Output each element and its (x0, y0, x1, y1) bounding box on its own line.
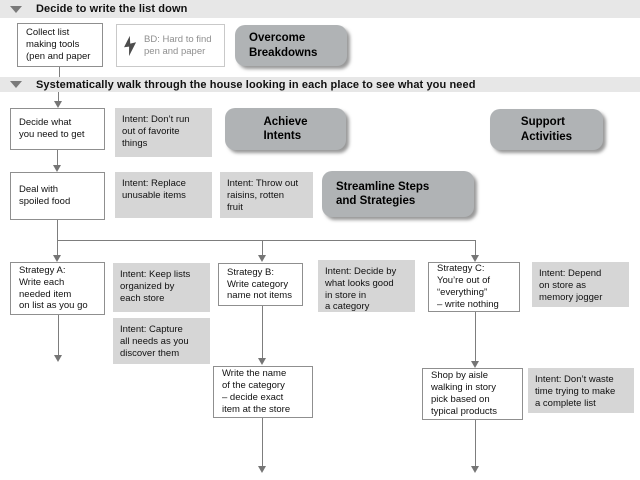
connector-shop-down (475, 420, 476, 467)
intent-label: Intent: Don’t waste time trying to make … (535, 374, 616, 409)
intent-label: Intent: Depend on store as memory jogger (539, 268, 603, 303)
step-decide-what-you-need: Decide what you need to get (10, 108, 105, 150)
connector-strategy-b-to-write (262, 306, 263, 359)
activity-label: Overcome Breakdowns (249, 32, 318, 59)
step-label: Strategy A: Write each needed item on li… (19, 264, 88, 312)
lightning-bolt-icon (124, 35, 137, 56)
intent-label: Intent: Decide by what looks good in sto… (325, 266, 397, 313)
step-label: Collect list making tools (pen and paper (26, 27, 91, 62)
header-bar-walk-through-house: Systematically walk through the house lo… (0, 77, 640, 92)
intent-replace-unusable: Intent: Replace unusable items (115, 172, 212, 218)
step-strategy-b: Strategy B: Write category name not item… (218, 263, 303, 306)
activity-support-activities: Support Activities (490, 109, 603, 150)
intent-dont-run-out: Intent: Don’t run out of favorite things (115, 108, 212, 157)
step-label: Strategy C: You’re out of “everything” –… (437, 263, 499, 310)
intent-label: Intent: Capture all needs as you discove… (120, 324, 189, 359)
intent-keep-lists-organized: Intent: Keep lists organized by each sto… (113, 263, 210, 312)
arrowhead-to-deal (53, 165, 61, 172)
arrowhead-to-shop (471, 361, 479, 368)
collapse-triangle-icon[interactable] (10, 5, 22, 13)
breakdown-hard-to-find-pen: BD: Hard to find pen and paper (116, 24, 225, 67)
step-write-category-name: Write the name of the category – decide … (213, 366, 313, 418)
intent-depend-on-store: Intent: Depend on store as memory jogger (532, 262, 629, 307)
header-label: Decide to write the list down (36, 3, 188, 15)
connector-write-category-down (262, 418, 263, 467)
intent-label: Intent: Throw out raisins, rotten fruit (227, 178, 299, 213)
activity-achieve-intents: Achieve Intents (225, 108, 346, 150)
branch-drop-strategy-c (475, 240, 476, 256)
step-strategy-c: Strategy C: You’re out of “everything” –… (428, 262, 520, 312)
header-bar-decide-to-write: Decide to write the list down (0, 0, 640, 18)
intent-label: Intent: Replace unusable items (122, 178, 186, 201)
connector-decide-to-deal (57, 150, 58, 166)
activity-label: Achieve Intents (263, 115, 308, 142)
step-label: Decide what you need to get (19, 117, 85, 140)
breakdown-label: BD: Hard to find pen and paper (144, 33, 212, 57)
activity-streamline-steps: Streamline Steps and Strategies (322, 171, 474, 217)
intent-label: Intent: Keep lists organized by each sto… (120, 269, 191, 304)
arrowhead-to-write-category (258, 358, 266, 365)
activity-label: Streamline Steps and Strategies (336, 180, 430, 207)
intent-dont-waste-time: Intent: Don’t waste time trying to make … (528, 368, 634, 413)
intent-decide-by-looks: Intent: Decide by what looks good in sto… (318, 260, 415, 312)
header-label: Systematically walk through the house lo… (36, 78, 476, 91)
arrowhead-strategy-a-down (54, 355, 62, 362)
intent-capture-all-needs: Intent: Capture all needs as you discove… (113, 318, 210, 364)
arrowhead-to-strategy-c (471, 255, 479, 262)
connector-strategy-c-to-shop (475, 312, 476, 362)
branch-drop-strategy-b (262, 240, 263, 256)
activity-label: Support Activities (520, 116, 573, 143)
connector-deal-to-branch (57, 220, 58, 240)
branch-horizontal-line (57, 240, 476, 241)
step-label: Strategy B: Write category name not item… (227, 266, 292, 302)
step-strategy-a: Strategy A: Write each needed item on li… (10, 262, 105, 315)
step-collect-tools: Collect list making tools (pen and paper (17, 23, 103, 67)
connector-header2-to-decide (58, 92, 59, 102)
step-label: Shop by aisle walking in story pick base… (431, 370, 498, 417)
connector-collect-to-header2 (59, 67, 60, 77)
step-label: Write the name of the category – decide … (222, 368, 291, 415)
arrowhead-write-category-down (258, 466, 266, 473)
arrowhead-shop-down (471, 466, 479, 473)
step-shop-by-aisle: Shop by aisle walking in story pick base… (422, 368, 523, 420)
collapse-triangle-icon[interactable] (10, 81, 22, 88)
branch-drop-strategy-a (57, 240, 58, 256)
step-deal-with-spoiled-food: Deal with spoiled food (10, 172, 105, 220)
activity-overcome-breakdowns: Overcome Breakdowns (235, 25, 347, 66)
arrowhead-to-decide (54, 101, 62, 108)
intent-label: Intent: Don’t run out of favorite things (122, 114, 190, 149)
arrowhead-to-strategy-b (258, 255, 266, 262)
step-label: Deal with spoiled food (19, 184, 71, 207)
connector-strategy-a-down (58, 315, 59, 356)
intent-throw-out-raisins: Intent: Throw out raisins, rotten fruit (220, 172, 313, 218)
arrowhead-to-strategy-a (53, 255, 61, 262)
